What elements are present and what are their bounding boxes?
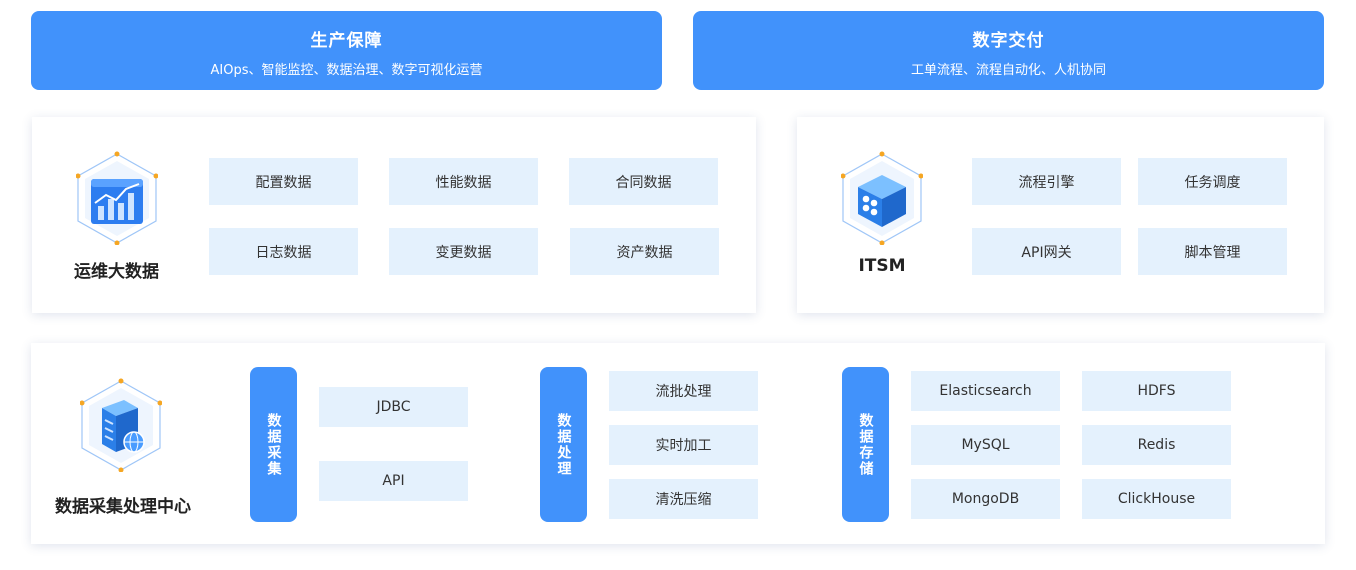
process-item: 流批处理 bbox=[609, 371, 758, 411]
digital-delivery-banner: 数字交付 工单流程、流程自动化、人机协同 bbox=[693, 11, 1324, 90]
process-item: 实时加工 bbox=[609, 425, 758, 465]
itsm-item: 脚本管理 bbox=[1138, 228, 1287, 275]
pill-label: 数据采集 bbox=[265, 412, 282, 477]
storage-item: MySQL bbox=[911, 425, 1060, 465]
ops-item: 性能数据 bbox=[389, 158, 538, 205]
itsm-item: 流程引擎 bbox=[972, 158, 1121, 205]
bar-chart-cube-icon bbox=[75, 151, 159, 246]
banner-title: 生产保障 bbox=[310, 31, 383, 51]
server-globe-icon bbox=[79, 378, 163, 473]
itsm-label: ITSM bbox=[858, 256, 906, 276]
ops-bigdata-label: 运维大数据 bbox=[74, 262, 159, 282]
ops-item: 配置数据 bbox=[209, 158, 358, 205]
storage-item: MongoDB bbox=[911, 479, 1060, 519]
ops-item: 资产数据 bbox=[570, 228, 719, 275]
data-center-label: 数据采集处理中心 bbox=[55, 497, 191, 517]
ops-item: 变更数据 bbox=[389, 228, 538, 275]
storage-item: HDFS bbox=[1082, 371, 1231, 411]
production-assurance-banner: 生产保障 AIOps、智能监控、数据治理、数字可视化运营 bbox=[31, 11, 662, 90]
data-storage-pill: 数据存储 bbox=[842, 367, 889, 522]
ops-item: 日志数据 bbox=[209, 228, 358, 275]
ops-item: 合同数据 bbox=[569, 158, 718, 205]
data-processing-pill: 数据处理 bbox=[540, 367, 587, 522]
banner-subtitle: AIOps、智能监控、数据治理、数字可视化运营 bbox=[210, 63, 483, 78]
itsm-item: API网关 bbox=[972, 228, 1121, 275]
process-item: 清洗压缩 bbox=[609, 479, 758, 519]
itsm-item: 任务调度 bbox=[1138, 158, 1287, 205]
pill-label: 数据存储 bbox=[857, 412, 874, 477]
blue-cube-icon bbox=[840, 151, 924, 246]
storage-item: Redis bbox=[1082, 425, 1231, 465]
banner-subtitle: 工单流程、流程自动化、人机协同 bbox=[910, 63, 1106, 78]
collect-item: API bbox=[319, 461, 468, 501]
collect-item: JDBC bbox=[319, 387, 468, 427]
storage-item: Elasticsearch bbox=[911, 371, 1060, 411]
storage-item: ClickHouse bbox=[1082, 479, 1231, 519]
pill-label: 数据处理 bbox=[555, 412, 572, 477]
data-collection-pill: 数据采集 bbox=[250, 367, 297, 522]
banner-title: 数字交付 bbox=[972, 31, 1045, 51]
